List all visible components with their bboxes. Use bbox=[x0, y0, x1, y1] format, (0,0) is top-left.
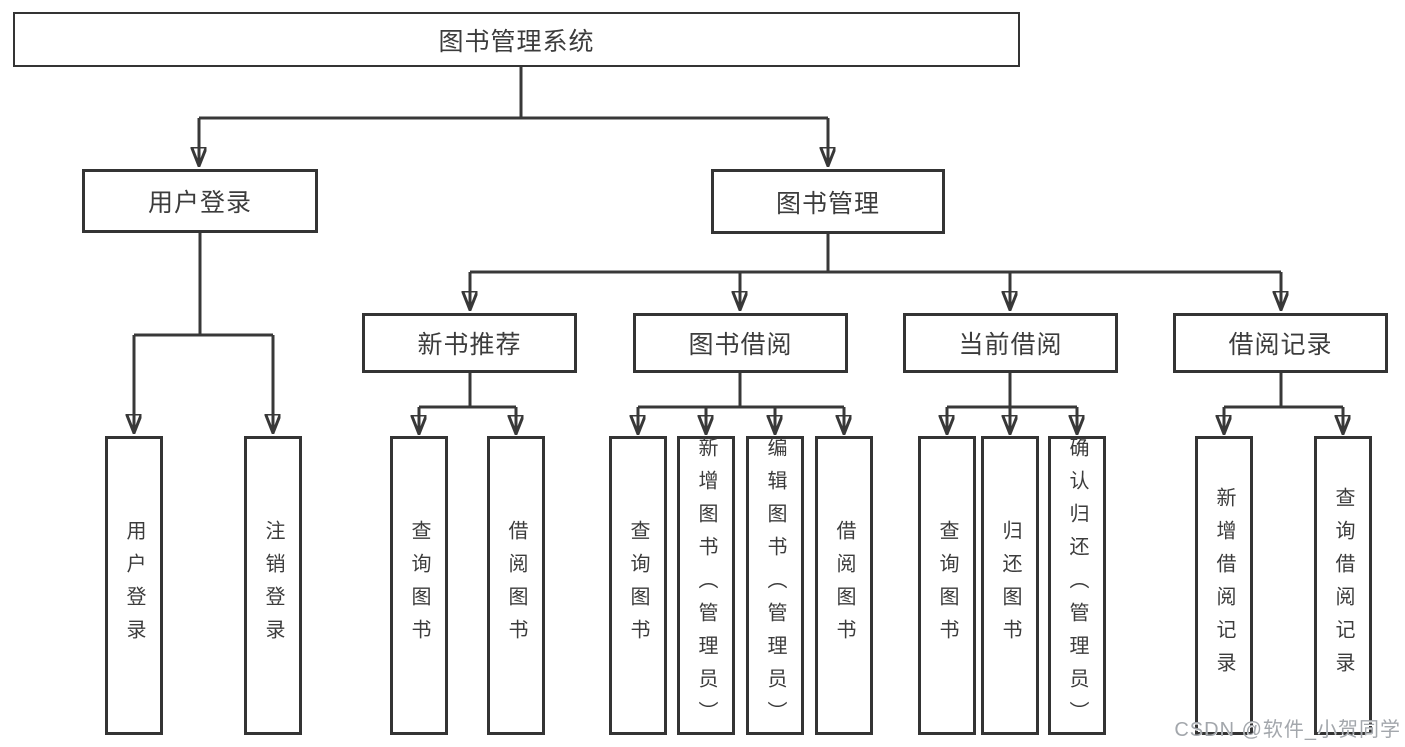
connector-root bbox=[199, 67, 828, 166]
node-library-management-system: 图书管理系统 bbox=[13, 12, 1020, 67]
leaf-edit-book-admin: 编辑图书（管理员） bbox=[746, 436, 804, 735]
connector-borrowing-records bbox=[1224, 373, 1343, 434]
node-book-management: 图书管理 bbox=[711, 169, 945, 234]
connector-book-management bbox=[470, 234, 1281, 310]
leaf-return-book-label: 归还图书 bbox=[999, 519, 1021, 652]
csdn-watermark: CSDN @软件_小贺同学 bbox=[1174, 719, 1401, 741]
leaf-return-book: 归还图书 bbox=[981, 436, 1039, 735]
leaf-logout-label: 注销登录 bbox=[262, 519, 284, 652]
leaf-query-borrow-record-label: 查询借阅记录 bbox=[1332, 486, 1354, 685]
leaf-confirm-return-admin: 确认归还（管理员） bbox=[1048, 436, 1106, 735]
node-new-book-recommendation: 新书推荐 bbox=[362, 313, 577, 373]
leaf-add-book-admin-label: 新增图书（管理员） bbox=[695, 437, 717, 734]
connector-current-borrowing bbox=[947, 373, 1077, 434]
connector-user-login bbox=[134, 233, 273, 433]
leaf-add-borrow-record: 新增借阅记录 bbox=[1195, 436, 1253, 735]
connector-new-book-recommendation bbox=[419, 373, 516, 434]
node-user-login: 用户登录 bbox=[82, 169, 318, 233]
leaf-query-books-current: 查询图书 bbox=[918, 436, 976, 735]
leaf-query-books-borrow: 查询图书 bbox=[609, 436, 667, 735]
leaf-edit-book-admin-label: 编辑图书（管理员） bbox=[764, 437, 786, 734]
leaf-add-borrow-record-label: 新增借阅记录 bbox=[1213, 486, 1235, 685]
leaf-borrow-books: 借阅图书 bbox=[815, 436, 873, 735]
connector-book-borrowing bbox=[638, 373, 844, 434]
leaf-query-books-borrow-label: 查询图书 bbox=[627, 519, 649, 652]
node-borrowing-records: 借阅记录 bbox=[1173, 313, 1388, 373]
leaf-user-login-label: 用户登录 bbox=[123, 519, 145, 652]
leaf-query-books-current-label: 查询图书 bbox=[936, 519, 958, 652]
leaf-borrow-books-label: 借阅图书 bbox=[833, 519, 855, 652]
leaf-add-book-admin: 新增图书（管理员） bbox=[677, 436, 735, 735]
leaf-logout: 注销登录 bbox=[244, 436, 302, 735]
leaf-query-books-recommend: 查询图书 bbox=[390, 436, 448, 735]
node-current-borrowing: 当前借阅 bbox=[903, 313, 1118, 373]
leaf-query-borrow-record: 查询借阅记录 bbox=[1314, 436, 1372, 735]
leaf-query-books-recommend-label: 查询图书 bbox=[408, 519, 430, 652]
leaf-confirm-return-admin-label: 确认归还（管理员） bbox=[1066, 437, 1088, 734]
leaf-borrow-books-recommend: 借阅图书 bbox=[487, 436, 545, 735]
leaf-borrow-books-recommend-label: 借阅图书 bbox=[505, 519, 527, 652]
leaf-user-login: 用户登录 bbox=[105, 436, 163, 735]
node-book-borrowing: 图书借阅 bbox=[633, 313, 848, 373]
